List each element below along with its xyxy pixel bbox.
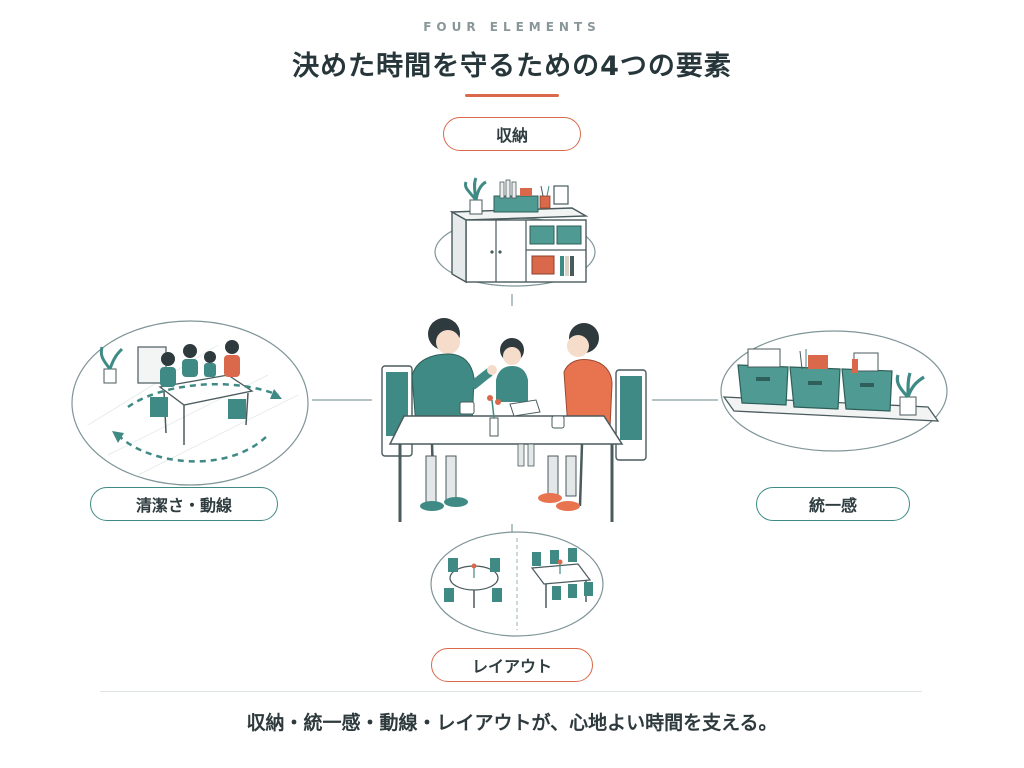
pencil-cup — [539, 195, 551, 209]
title-underline — [465, 94, 559, 97]
table-top — [388, 415, 624, 445]
footer-divider — [100, 691, 922, 692]
teal-bin — [556, 225, 582, 245]
rect-table — [530, 563, 592, 585]
storage-shelf-illustration — [434, 177, 596, 287]
eyebrow-label: FOUR ELEMENTS — [423, 20, 601, 34]
family-dining-illustration — [381, 318, 647, 522]
pill-layout: レイアウト — [431, 648, 593, 682]
unity-bins-illustration — [720, 330, 948, 452]
orange-bin — [531, 255, 555, 275]
layout-illustration — [430, 531, 604, 637]
photo-frame — [553, 185, 569, 205]
plant-pot — [469, 199, 483, 215]
teal-bin — [841, 352, 893, 412]
footer-caption: 収納・統一感・動線・レイアウトが、心地よい時間を支える。 — [246, 712, 778, 734]
teal-bin — [789, 349, 841, 410]
teal-bin — [737, 348, 789, 406]
pill-unity: 統一感 — [756, 487, 910, 521]
cleanliness-flow-illustration — [71, 320, 309, 486]
teal-bin — [529, 225, 555, 245]
page-title: 決めた時間を守るための4つの要素 — [292, 51, 732, 82]
shelf-side — [451, 210, 467, 284]
pill-storage: 収納 — [443, 117, 581, 151]
pill-cleanliness-flow: 清潔さ・動線 — [90, 487, 278, 521]
flower-vase — [489, 417, 499, 437]
